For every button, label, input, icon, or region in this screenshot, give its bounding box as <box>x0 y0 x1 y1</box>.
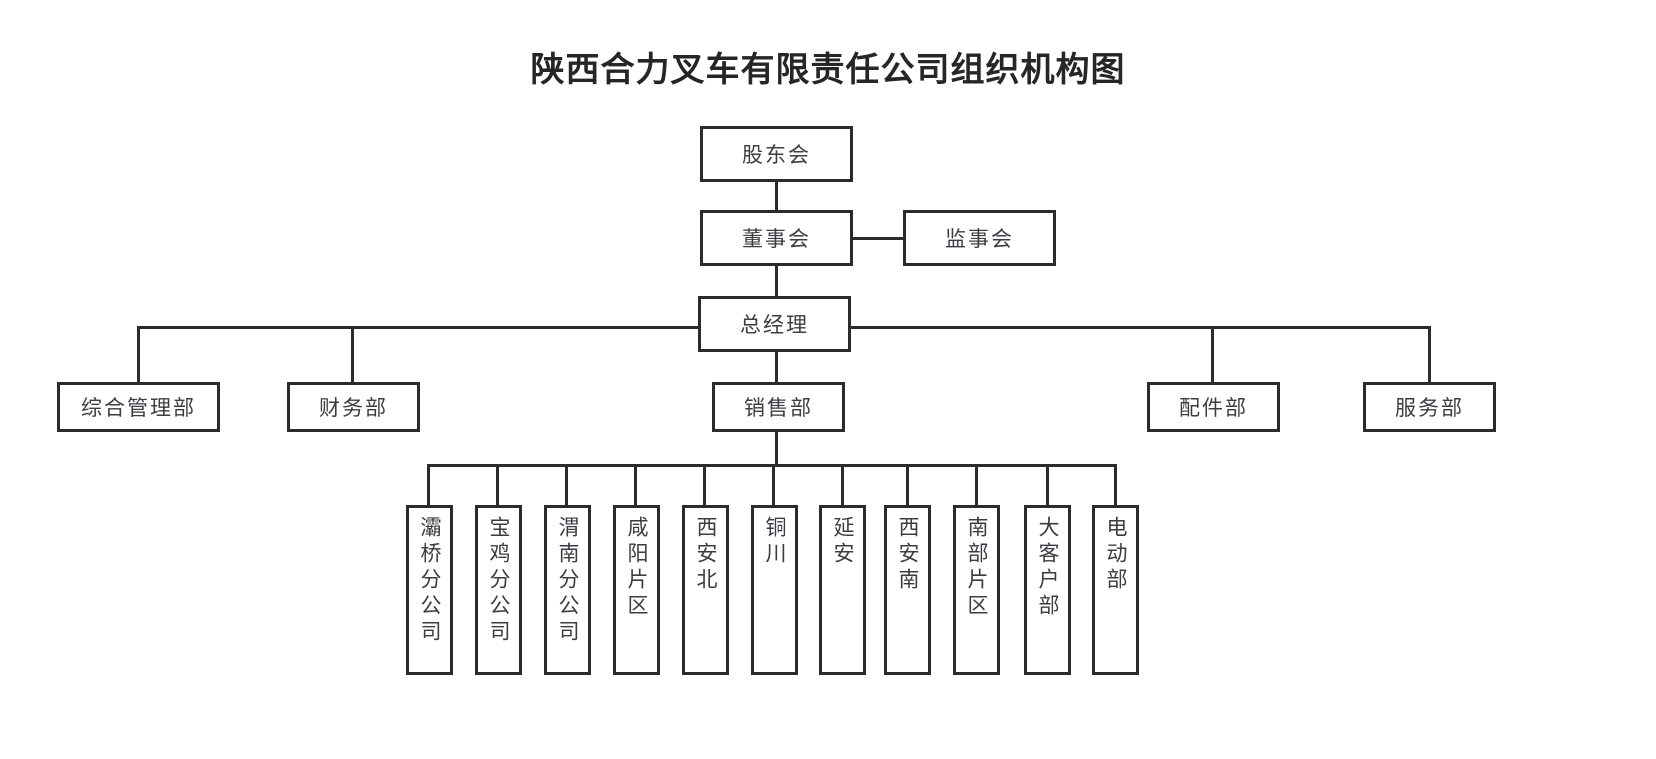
sales-unit-xianyang-district[interactable]: 咸阳片区 <box>613 505 660 675</box>
sales-unit-southern-district[interactable]: 南部片区 <box>953 505 1000 675</box>
node-general-manager[interactable]: 总经理 <box>698 296 851 352</box>
sales-unit-label: 西安北 <box>694 516 719 594</box>
sales-unit-xian-south[interactable]: 西安南 <box>884 505 931 675</box>
sales-unit-xian-north[interactable]: 西安北 <box>682 505 729 675</box>
sales-drop-5 <box>772 464 775 506</box>
gm-drop-parts <box>1211 326 1214 382</box>
sales-unit-bashan-branch[interactable]: 灞桥分公司 <box>406 505 453 675</box>
sales-unit-label: 灞桥分公司 <box>418 516 443 646</box>
sales-unit-label: 宝鸡分公司 <box>487 516 512 646</box>
sales-drop-3 <box>634 464 637 506</box>
sales-stem <box>775 432 778 465</box>
gm-drop-general-management <box>137 326 140 382</box>
sales-unit-baoji-branch[interactable]: 宝鸡分公司 <box>475 505 522 675</box>
sales-unit-label: 渭南分公司 <box>556 516 581 646</box>
gm-drop-finance <box>351 326 354 382</box>
sales-unit-label: 铜川 <box>763 516 788 568</box>
sales-drop-2 <box>565 464 568 506</box>
gm-drop-service <box>1428 326 1431 382</box>
node-shareholders[interactable]: 股东会 <box>700 126 853 182</box>
sales-unit-yanan[interactable]: 延安 <box>819 505 866 675</box>
sales-drop-1 <box>496 464 499 506</box>
page-title: 陕西合力叉车有限责任公司组织机构图 <box>530 51 1126 89</box>
gm-bus-left <box>137 326 699 329</box>
gm-bus-right <box>850 326 1430 329</box>
node-board-of-supervisors[interactable]: 监事会 <box>903 210 1056 266</box>
node-board-of-directors[interactable]: 董事会 <box>700 210 853 266</box>
connector-board-to-supervisors <box>851 237 905 240</box>
connector-shareholders-to-board <box>775 182 778 210</box>
dept-sales[interactable]: 销售部 <box>712 382 845 432</box>
dept-parts[interactable]: 配件部 <box>1147 382 1280 432</box>
connector-board-to-gm <box>775 266 778 296</box>
sales-unit-label: 大客户部 <box>1036 516 1061 620</box>
dept-general-management[interactable]: 综合管理部 <box>57 382 220 432</box>
sales-unit-key-accounts[interactable]: 大客户部 <box>1024 505 1071 675</box>
dept-finance[interactable]: 财务部 <box>287 382 420 432</box>
sales-drop-6 <box>841 464 844 506</box>
sales-unit-label: 西安南 <box>896 516 921 594</box>
sales-unit-weinan-branch[interactable]: 渭南分公司 <box>544 505 591 675</box>
sales-unit-label: 南部片区 <box>965 516 990 620</box>
sales-unit-label: 咸阳片区 <box>625 516 650 620</box>
gm-drop-sales <box>775 352 778 382</box>
sales-drop-10 <box>1114 464 1117 506</box>
sales-drop-0 <box>427 464 430 506</box>
sales-drop-7 <box>906 464 909 506</box>
sales-drop-9 <box>1046 464 1049 506</box>
sales-drop-4 <box>703 464 706 506</box>
sales-unit-label: 电动部 <box>1104 516 1129 594</box>
sales-unit-electric[interactable]: 电动部 <box>1092 505 1139 675</box>
sales-unit-label: 延安 <box>831 516 856 568</box>
dept-service[interactable]: 服务部 <box>1363 382 1496 432</box>
sales-unit-tongchuan[interactable]: 铜川 <box>751 505 798 675</box>
sales-drop-8 <box>975 464 978 506</box>
